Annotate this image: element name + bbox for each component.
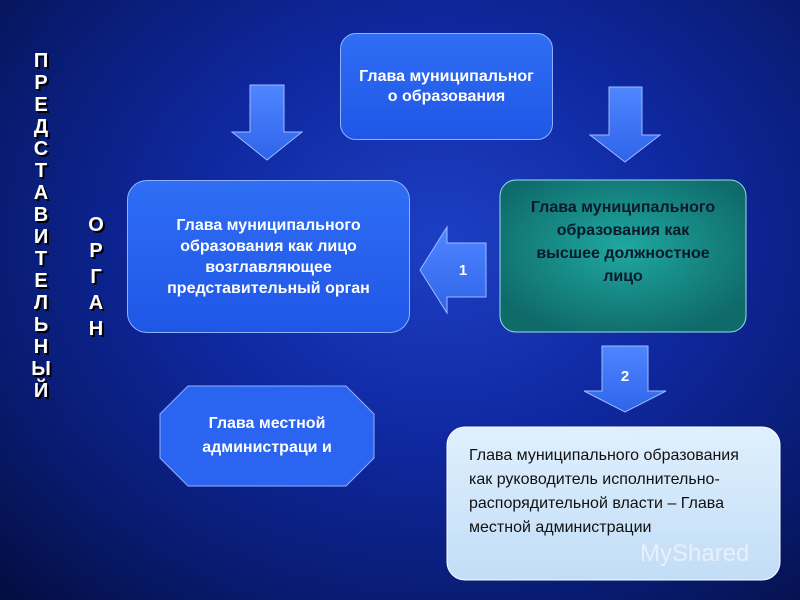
letter: И [33,226,49,248]
letter: Е [34,270,48,292]
box-local-admin-shape [159,385,375,487]
letter: Е [34,94,48,116]
box-head-representative: Глава муниципального образования как лиц… [127,180,410,333]
letter: Г [90,266,102,288]
arrow-2-label: 2 [610,364,640,388]
box-executive-head: Глава муниципального образования как рук… [447,427,780,580]
vertical-word-organ: О Р Г А Н [85,212,107,342]
letter: Р [89,240,103,262]
letter: П [33,50,49,72]
box-head-municipality: Глава муниципальног о образования [340,33,553,140]
box-head-municipality-text: Глава муниципальног о образования [359,67,534,105]
arrow-2-label-text: 2 [620,367,630,385]
letter: Ы [31,358,51,380]
vertical-word-left: П Р Е Д С Т А В И Т Е Л Ь Н Ы Й [30,50,52,402]
box-executive-shape [446,426,781,581]
arrow-1-label: 1 [448,258,478,282]
arrow-down-2 [583,345,667,413]
box-head-representative-text: Глава муниципального образования как лиц… [167,216,370,297]
letter: Ь [33,314,49,336]
box-right-shape [499,179,747,333]
letter: Д [33,116,49,138]
letter: Й [33,380,49,402]
box-highest-official: Глава муниципального образования как выс… [500,196,746,332]
letter: Т [34,160,48,182]
letter: Н [88,318,104,340]
letter: С [33,138,49,160]
letter: А [88,292,104,314]
watermark: MyShared [640,540,749,568]
arrow-left-1 [419,225,487,315]
letter: В [33,204,49,226]
arrow-down-left [230,84,304,161]
letter: О [88,214,104,236]
box-executive-head-text: Глава муниципального образования как рук… [469,447,739,536]
letter: А [33,182,49,204]
box-highest-official-text: Глава муниципального образования как выс… [530,199,716,285]
box-local-admin: Глава местной администраци и [178,386,356,486]
letter: Р [34,72,48,94]
watermark-text: MyShared [640,540,750,567]
box-local-admin-text: Глава местной администраци и [202,415,332,456]
arrow-down-right [588,86,662,163]
letter: Т [34,248,48,270]
letter: Л [33,292,49,314]
letter: Н [33,336,49,358]
arrow-1-label-text: 1 [458,261,468,279]
